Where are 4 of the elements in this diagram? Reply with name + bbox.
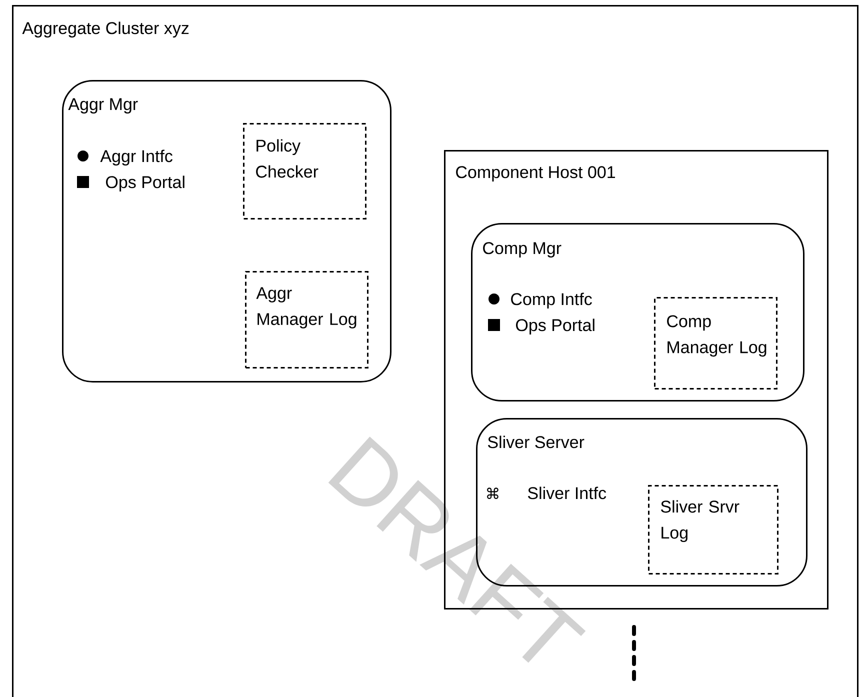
dashed-box: Sliver Srvr Log	[648, 485, 778, 574]
dashed-box: Aggr Manager Log	[245, 271, 368, 368]
dashed-box: Policy Checker	[243, 123, 366, 220]
dashed-box: Comp Manager Log	[654, 297, 778, 390]
